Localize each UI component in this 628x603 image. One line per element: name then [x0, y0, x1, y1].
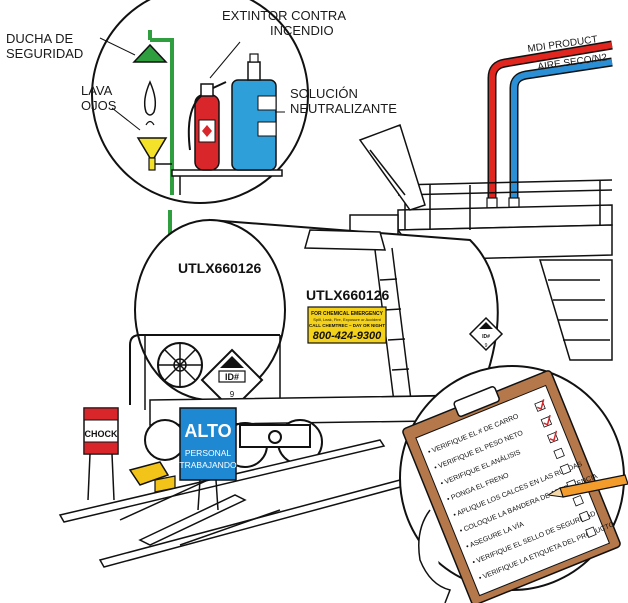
hazmat-placard-side: ID# 9: [468, 316, 504, 352]
label-solucion-2: NEUTRALIZANTE: [290, 101, 397, 116]
checklist-inset: • VERIFIQUE EL # DE CARRO• VERIFIQUE EL …: [399, 365, 628, 603]
alto-sub-1: PERSONAL: [185, 448, 232, 458]
tank-id-end: UTLX660126: [178, 260, 261, 276]
checklist-box-9: [585, 526, 597, 538]
label-solucion-1: SOLUCIÓN: [290, 86, 358, 101]
alto-sign: ALTO PERSONAL TRABAJANDO: [179, 407, 237, 511]
pencil-icon: [546, 474, 628, 498]
checklist-box-8: [578, 510, 591, 523]
eyewash-icon: [136, 120, 172, 171]
chock-sign-text: CHOCK: [85, 429, 118, 439]
hand-icon: [418, 509, 452, 603]
checkmark-icon: [549, 430, 558, 442]
safety-shower-icon: [132, 30, 174, 235]
label-ducha-2: SEGURIDAD: [6, 46, 83, 61]
placard-end-id: ID#: [225, 372, 239, 382]
checklist-box-7: [572, 494, 584, 507]
placard-end-class: 9: [230, 390, 235, 399]
alto-sub-2: TRABAJANDO: [179, 460, 237, 470]
supply-pipes: [486, 40, 613, 213]
emergency-line-1: FOR CHEMICAL EMERGENCY: [311, 311, 384, 317]
emergency-phone: 800-424-9300: [313, 330, 382, 342]
tank-id-side: UTLX660126: [306, 287, 389, 303]
checkmark-icon: [536, 399, 545, 410]
emergency-line-3: CALL CHEMTREC – DAY OR NIGHT: [309, 323, 385, 328]
fire-extinguisher-icon: [187, 81, 227, 171]
label-lava-1: LAVA: [81, 83, 113, 98]
label-lava-2: OJOS: [81, 98, 117, 113]
emergency-line-2: Spill, Leak, Fire, Exposure or Accident: [313, 317, 381, 322]
neutralizing-solution-icon: [231, 53, 277, 171]
label-extintor-2: INCENDIO: [270, 23, 334, 38]
equipment-shelf: [171, 169, 283, 177]
placard-side-id: ID#: [482, 334, 490, 340]
emergency-sticker: FOR CHEMICAL EMERGENCY Spill, Leak, Fire…: [307, 306, 387, 344]
checklist-paper: [415, 384, 611, 597]
checklist-box-4: [553, 447, 565, 460]
brake-wheel-icon: [157, 342, 203, 388]
placard-side-class: 9: [485, 343, 488, 349]
label-extintor-1: EXTINTOR CONTRA: [222, 8, 346, 23]
railroad-tracks: [58, 439, 406, 568]
checklist-box-5: [559, 463, 572, 475]
label-ducha-1: DUCHA DE: [6, 31, 74, 46]
safety-equipment-inset: [91, 0, 309, 235]
alto-text: ALTO: [184, 421, 231, 441]
chock-sign: CHOCK: [83, 407, 119, 501]
checkmark-icon: [543, 414, 551, 426]
wheel-chock-icon: [128, 461, 176, 493]
loading-platform: [349, 124, 613, 361]
